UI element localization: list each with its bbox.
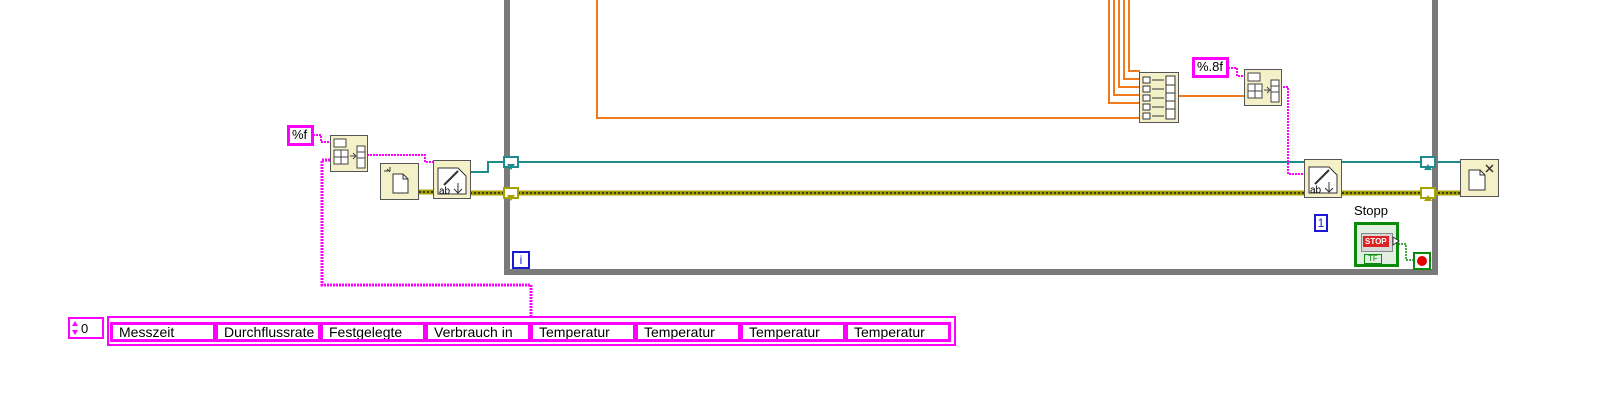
close-file-icon bbox=[1468, 164, 1494, 191]
write-file-icon: ab bbox=[1308, 166, 1338, 196]
boolean-indicator-text: TF bbox=[1364, 254, 1382, 264]
build-array-node[interactable] bbox=[1139, 72, 1179, 123]
stop-button-control[interactable]: STOP TF bbox=[1354, 222, 1400, 267]
array-to-spreadsheet-node-left[interactable] bbox=[330, 135, 368, 172]
string-wires bbox=[313, 67, 1306, 318]
write-text-file-node-right[interactable]: ab bbox=[1304, 159, 1342, 198]
new-file-icon bbox=[384, 167, 409, 194]
write-text-file-node-left[interactable]: ab bbox=[433, 160, 471, 199]
numeric-constant[interactable]: 1 bbox=[1314, 214, 1328, 232]
array-cell[interactable]: Durchflussrate bbox=[215, 322, 321, 342]
array-cell[interactable]: Temperatur bbox=[530, 322, 636, 342]
build-array-icon bbox=[1142, 75, 1176, 120]
stop-control-label: Stopp bbox=[1354, 203, 1388, 218]
array-cell[interactable]: Temperatur bbox=[845, 322, 951, 342]
write-text-glyph: ab bbox=[1310, 185, 1322, 196]
triangle-down-icon bbox=[507, 164, 515, 170]
triangle-up-icon bbox=[1424, 164, 1432, 170]
array-index-value: 0 bbox=[81, 321, 89, 336]
index-stepper-icon[interactable] bbox=[71, 319, 79, 337]
numeric-wire-bundle bbox=[596, 0, 1245, 119]
triangle-up-icon bbox=[1424, 195, 1432, 201]
array-index-display[interactable]: 0 bbox=[68, 317, 104, 339]
stop-button-face: STOP bbox=[1361, 233, 1393, 252]
stop-if-true-icon bbox=[1417, 256, 1427, 266]
spreadsheet-icon bbox=[333, 138, 366, 169]
error-tunnel-right[interactable] bbox=[1420, 187, 1436, 201]
close-file-node[interactable] bbox=[1460, 159, 1499, 197]
array-cell[interactable]: Temperatur bbox=[740, 322, 846, 342]
loop-condition-terminal[interactable] bbox=[1413, 252, 1431, 270]
triangle-down-icon bbox=[507, 195, 515, 201]
output-arrow-icon bbox=[1392, 236, 1400, 246]
spreadsheet-icon bbox=[1247, 72, 1280, 103]
write-file-icon: ab bbox=[437, 167, 467, 197]
stop-boolean-wire bbox=[1398, 243, 1414, 261]
while-loop-frame[interactable] bbox=[504, 0, 1438, 275]
file-refnum-wire bbox=[470, 161, 1460, 173]
error-tunnel-left[interactable] bbox=[503, 187, 519, 201]
loop-iteration-terminal: i bbox=[512, 251, 530, 269]
format-string-constant-right[interactable]: %.8f bbox=[1192, 57, 1229, 78]
array-to-spreadsheet-node-right[interactable] bbox=[1244, 69, 1282, 106]
open-create-file-node[interactable] bbox=[380, 163, 419, 200]
array-cell[interactable]: Verbrauch in bbox=[425, 322, 531, 342]
refnum-tunnel-right[interactable] bbox=[1420, 156, 1436, 170]
array-cell[interactable]: Messzeit bbox=[110, 322, 216, 342]
array-cell[interactable]: Festgelegte bbox=[320, 322, 426, 342]
stop-button-text: STOP bbox=[1363, 236, 1389, 247]
refnum-tunnel-left[interactable] bbox=[503, 156, 519, 170]
write-text-glyph: ab bbox=[439, 186, 451, 197]
array-cell[interactable]: Temperatur bbox=[635, 322, 741, 342]
format-string-constant-left[interactable]: %f bbox=[287, 125, 314, 146]
